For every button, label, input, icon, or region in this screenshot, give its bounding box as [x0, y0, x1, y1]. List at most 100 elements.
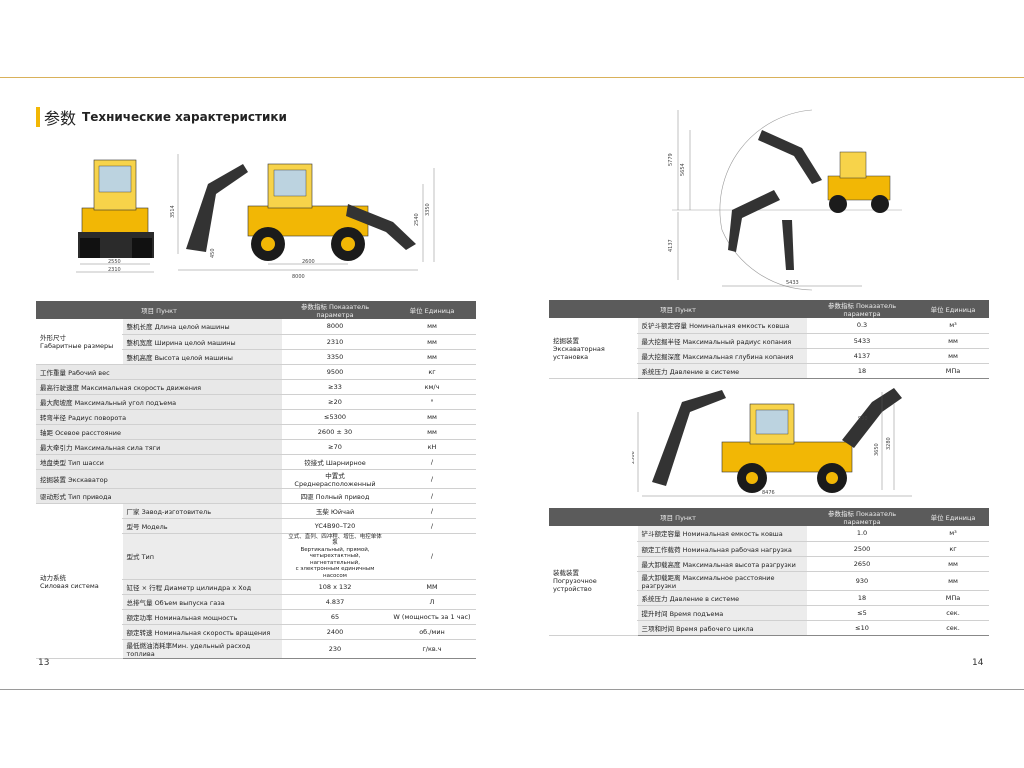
row-value: 2500: [807, 541, 917, 557]
row-unit: °: [388, 394, 476, 410]
row-label: 最大爬坡度 Максимальный угол подъема: [36, 394, 282, 410]
loader-spec-table: 项目 Пункт 参数指标 Показатель параметра 单位 Ед…: [549, 508, 989, 636]
row-value: ≥33: [282, 379, 388, 395]
section-title: 参数 Технические характеристики: [36, 105, 287, 129]
front-dim-0: 2310: [108, 267, 121, 273]
row-value: ≤10: [807, 620, 917, 636]
row-label: 铲斗额定容量 Номинальная емкость ковша: [636, 526, 807, 542]
row-label: 总排气量 Объем выпуска газа: [121, 594, 282, 610]
side-dim-0: 3514: [170, 205, 176, 218]
table-row: 最大爬坡度 Максимальный угол подъема≥20°: [36, 394, 476, 410]
table-row: 动力系统 Силовая система 厂家 Завод-изготовите…: [36, 503, 476, 659]
header-value: 参数指标 Показатель параметра: [807, 300, 917, 318]
table-row: 挖掘装置 Экскаваторная установка 反铲斗额定容量 Ном…: [549, 318, 989, 379]
table-header-row: 项目 Пункт 参数指标 Показатель параметра 单位 Ед…: [549, 300, 989, 318]
row-label: 最高行驶速度 Максимальная скорость движения: [36, 379, 282, 395]
row-unit: мм: [388, 319, 476, 335]
front-dim-1: 2550: [108, 259, 121, 265]
page-number-right: 14: [972, 658, 984, 668]
exc-dim-0: 5779: [668, 153, 674, 166]
row-label: 提升时间 Время подъема: [636, 605, 807, 621]
side-dim-5: 8000: [292, 274, 305, 280]
table-header-row: 项目 Пункт 参数指标 Показатель параметра 单位 Ед…: [549, 508, 989, 526]
header-item: 项目 Пункт: [36, 301, 282, 319]
row-unit: м³: [917, 318, 989, 334]
group-dimensions: 外形尺寸 Габаритные размеры: [36, 319, 122, 365]
row-unit: кН: [388, 439, 476, 455]
row-unit: м³: [917, 526, 989, 542]
header-value: 参数指标 Показатель параметра: [807, 508, 917, 526]
row-label: 转弯半径 Радиус поворота: [36, 409, 282, 425]
row-unit: мм: [388, 424, 476, 440]
row-label: 厂家 Завод-изготовитель: [121, 503, 282, 519]
row-value: 1.0: [807, 526, 917, 542]
row-unit: /: [388, 518, 476, 534]
exc-dim-1: 5654: [680, 163, 686, 176]
row-value: 四驱 Полный привод: [282, 488, 388, 504]
row-value: 玉柴 Юйчай: [282, 503, 388, 519]
group-excavator: 挖掘装置 Экскаваторная установка: [549, 318, 637, 379]
row-label: 缸径 × 行程 Диаметр цилиндра x Ход: [121, 579, 282, 595]
row-value: 930: [807, 571, 917, 591]
row-value: 230: [282, 639, 388, 659]
table-row: 装载装置 Погрузочное устройство 铲斗额定容量 Номин…: [549, 526, 989, 636]
row-label: 额定功率 Номинальная мощность: [121, 609, 282, 625]
exc-dim-2: 4137: [668, 239, 674, 252]
row-label: 反铲斗额定容量 Номинальная емкость ковша: [636, 318, 807, 334]
row-unit: мм: [388, 334, 476, 350]
row-value: 3350: [282, 349, 388, 365]
side-dim-2: 2540: [414, 213, 420, 226]
excavator-reach-drawing: 5779 5654 4137 5433: [668, 109, 902, 291]
row-label: 系统压力 Давление в системе: [636, 363, 807, 379]
row-unit: мм: [917, 333, 989, 349]
row-label: 整机长度 Длина целой машины: [121, 319, 282, 335]
title-accent-bar: [36, 107, 40, 127]
row-value: 中置式 Среднерасположенный: [282, 469, 388, 489]
table-row: 整机宽度 Ширина целой машины 2310 мм: [36, 334, 476, 350]
row-unit: /: [388, 454, 476, 470]
table-header-row: 项目 Пункт 参数指标 Показатель параметра 单位 Ед…: [36, 301, 476, 319]
header-unit: 单位 Единица: [388, 301, 476, 319]
side-dim-3: 3350: [425, 203, 431, 216]
row-unit: об./мин: [388, 624, 476, 640]
row-unit: Л: [388, 594, 476, 610]
row-unit: /: [388, 503, 476, 519]
row-label: 三项和时间 Время рабочего цикла: [636, 620, 807, 636]
left-page: 参数 Технические характеристики 2550 2310 …: [0, 78, 512, 688]
loader-dim-4: 8476: [762, 490, 775, 496]
side-dim-6: 450: [210, 248, 216, 258]
row-value: 4137: [807, 348, 917, 364]
row-unit: W (мощность за 1 час): [388, 609, 476, 625]
row-label: 最大挖掘半径 Максимальный радиус копания: [636, 333, 807, 349]
row-value: 9500: [282, 364, 388, 380]
row-value: 2650: [807, 556, 917, 572]
excavator-spec-table: 项目 Пункт 参数指标 Показатель параметра 单位 Ед…: [549, 300, 989, 379]
row-value: 108 x 132: [282, 579, 388, 595]
row-value: ≥20: [282, 394, 388, 410]
row-label: 系统压力 Давление в системе: [636, 590, 807, 606]
row-unit: мм: [388, 349, 476, 365]
row-unit: мм: [388, 409, 476, 425]
row-value: 4.837: [282, 594, 388, 610]
row-label: 型式 Тип: [121, 533, 282, 580]
title-chinese: 参数: [44, 109, 77, 128]
page-number-left: 13: [38, 658, 50, 668]
table-row: 整机高度 Высота целой машины 3350 мм: [36, 349, 476, 365]
row-unit: км/ч: [388, 379, 476, 395]
header-unit: 单位 Единица: [917, 300, 989, 318]
row-value: YC4B90–T20: [282, 518, 388, 534]
group-loader: 装载装置 Погрузочное устройство: [549, 526, 637, 636]
